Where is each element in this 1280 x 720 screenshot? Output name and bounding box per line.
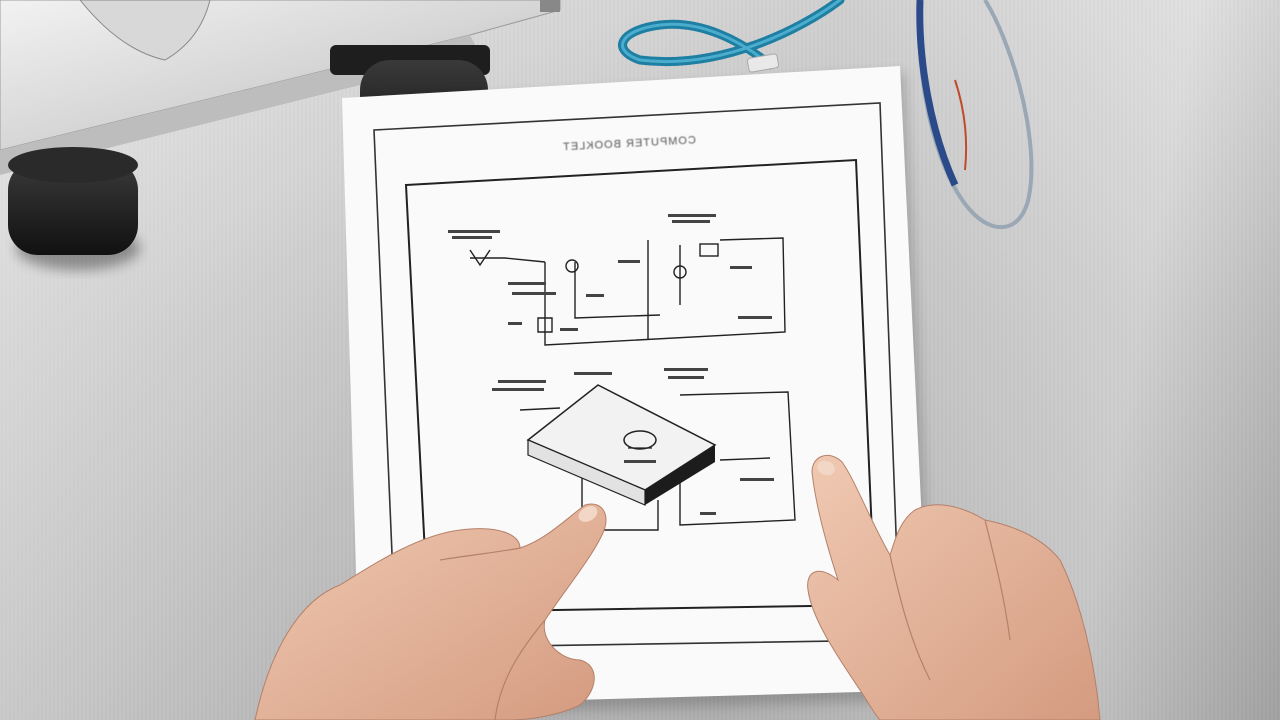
left-hand xyxy=(254,503,607,720)
eyeglasses xyxy=(916,0,1034,229)
schematic-top-labels xyxy=(448,214,772,331)
circuit-board-3d xyxy=(526,384,717,506)
right-hand xyxy=(807,454,1101,720)
schematic-top xyxy=(469,237,786,346)
schematic-bottom xyxy=(519,391,796,531)
black-knob-left xyxy=(8,147,140,270)
stethoscope xyxy=(618,0,845,73)
schematic-bottom-labels xyxy=(492,368,774,515)
